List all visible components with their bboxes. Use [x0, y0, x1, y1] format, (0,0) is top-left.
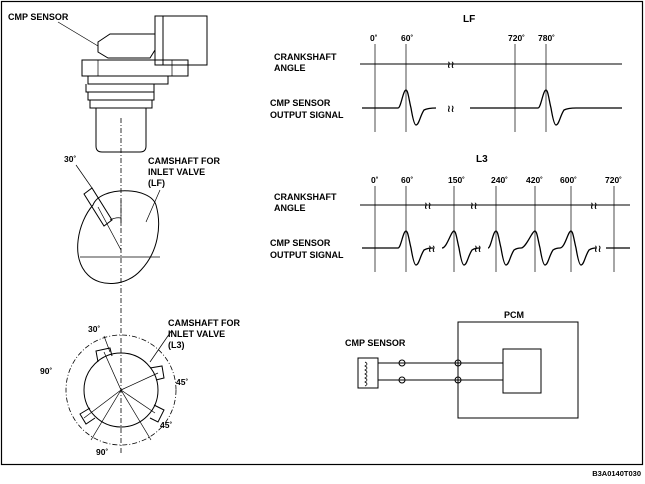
lf-tick-780: 780˚ — [538, 33, 555, 43]
lf-signal-wave — [362, 89, 622, 126]
camshaft-lf-label-line2: INLET VALVE — [148, 167, 205, 177]
l3-tick-60: 60˚ — [401, 175, 413, 185]
l3-break-mark-4: ≀≀ — [428, 244, 436, 255]
lf-break-mark-1: ≀≀ — [447, 60, 455, 71]
pcm-box — [457, 321, 579, 419]
l3-tick-240: 240˚ — [491, 175, 508, 185]
l3-title: L3 — [476, 154, 488, 165]
lf-row2-line2: OUTPUT SIGNAL — [270, 110, 344, 120]
camshaft-lf-label-line3: (LF) — [148, 178, 165, 188]
diagram-frame — [0, 0, 644, 466]
angle-90-bottom: 90˚ — [96, 447, 108, 457]
lf-tick-60: 60˚ — [401, 33, 413, 43]
pcm-module — [502, 348, 542, 394]
l3-tick-420: 420˚ — [526, 175, 543, 185]
l3-break-mark-6: ≀≀ — [594, 244, 602, 255]
angle-45-lower: 45˚ — [160, 420, 172, 430]
l3-row1-line2: ANGLE — [274, 203, 306, 213]
l3-tick-150: 150˚ — [448, 175, 465, 185]
sensor-coil — [364, 361, 368, 387]
angle-90-left: 90˚ — [40, 366, 52, 376]
camshaft-l3-label-line3: (L3) — [168, 340, 185, 350]
l3-break-mark-5: ≀≀ — [474, 244, 482, 255]
l3-tick-0: 0˚ — [371, 175, 379, 185]
l3-break-mark-3: ≀≀ — [590, 201, 598, 212]
lf-break-mark-2: ≀≀ — [447, 104, 455, 115]
pcm-label: PCM — [504, 310, 524, 320]
angle-30-l3: 30˚ — [88, 324, 100, 334]
camshaft-l3-label-line2: INLET VALVE — [168, 329, 225, 339]
lf-tick-720: 720˚ — [508, 33, 525, 43]
circuit-sensor-label: CMP SENSOR — [345, 338, 406, 348]
l3-chart: L3 0˚ 60˚ 150˚ 240˚ 420˚ 600˚ 720˚ CRANK… — [270, 154, 630, 272]
sensor-assembly: CMP SENSOR — [8, 12, 208, 153]
sensor-coil-box — [357, 357, 379, 389]
camshaft-lf: 30˚ CAMSHAFT FOR INLET VALVE (LF) — [64, 154, 220, 285]
lf-chart: LF 0˚ 60˚ 720˚ 780˚ CRANKSHAFT ANGLE CMP… — [270, 14, 622, 132]
camshaft-lf-label-line1: CAMSHAFT FOR — [148, 156, 220, 166]
angle-45-upper: 45˚ — [176, 377, 188, 387]
figure-code: B3A0140T030 — [592, 469, 641, 478]
l3-break-mark-1: ≀≀ — [424, 201, 432, 212]
l3-tick-720: 720˚ — [605, 175, 622, 185]
l3-break-mark-2: ≀≀ — [470, 201, 478, 212]
camshaft-l3: 30˚ 90˚ 45˚ 45˚ 90˚ CAMSHAFT FOR INLET V… — [40, 318, 240, 457]
l3-row2-line2: OUTPUT SIGNAL — [270, 250, 344, 260]
cmp-sensor-label: CMP SENSOR — [8, 12, 69, 22]
l3-row1-line1: CRANKSHAFT — [274, 192, 337, 202]
circuit-diagram: PCM CMP SENSOR — [345, 310, 579, 419]
l3-signal-wave — [362, 230, 630, 266]
lf-row1-line1: CRANKSHAFT — [274, 52, 337, 62]
lf-row1-line2: ANGLE — [274, 63, 306, 73]
angle-30-lf: 30˚ — [64, 154, 76, 164]
camshaft-l3-label-line1: CAMSHAFT FOR — [168, 318, 240, 328]
lf-row2-line1: CMP SENSOR — [270, 98, 331, 108]
lf-title: LF — [463, 14, 475, 25]
lf-tick-0: 0˚ — [370, 33, 378, 43]
l3-tick-600: 600˚ — [560, 175, 577, 185]
l3-row2-line1: CMP SENSOR — [270, 238, 331, 248]
